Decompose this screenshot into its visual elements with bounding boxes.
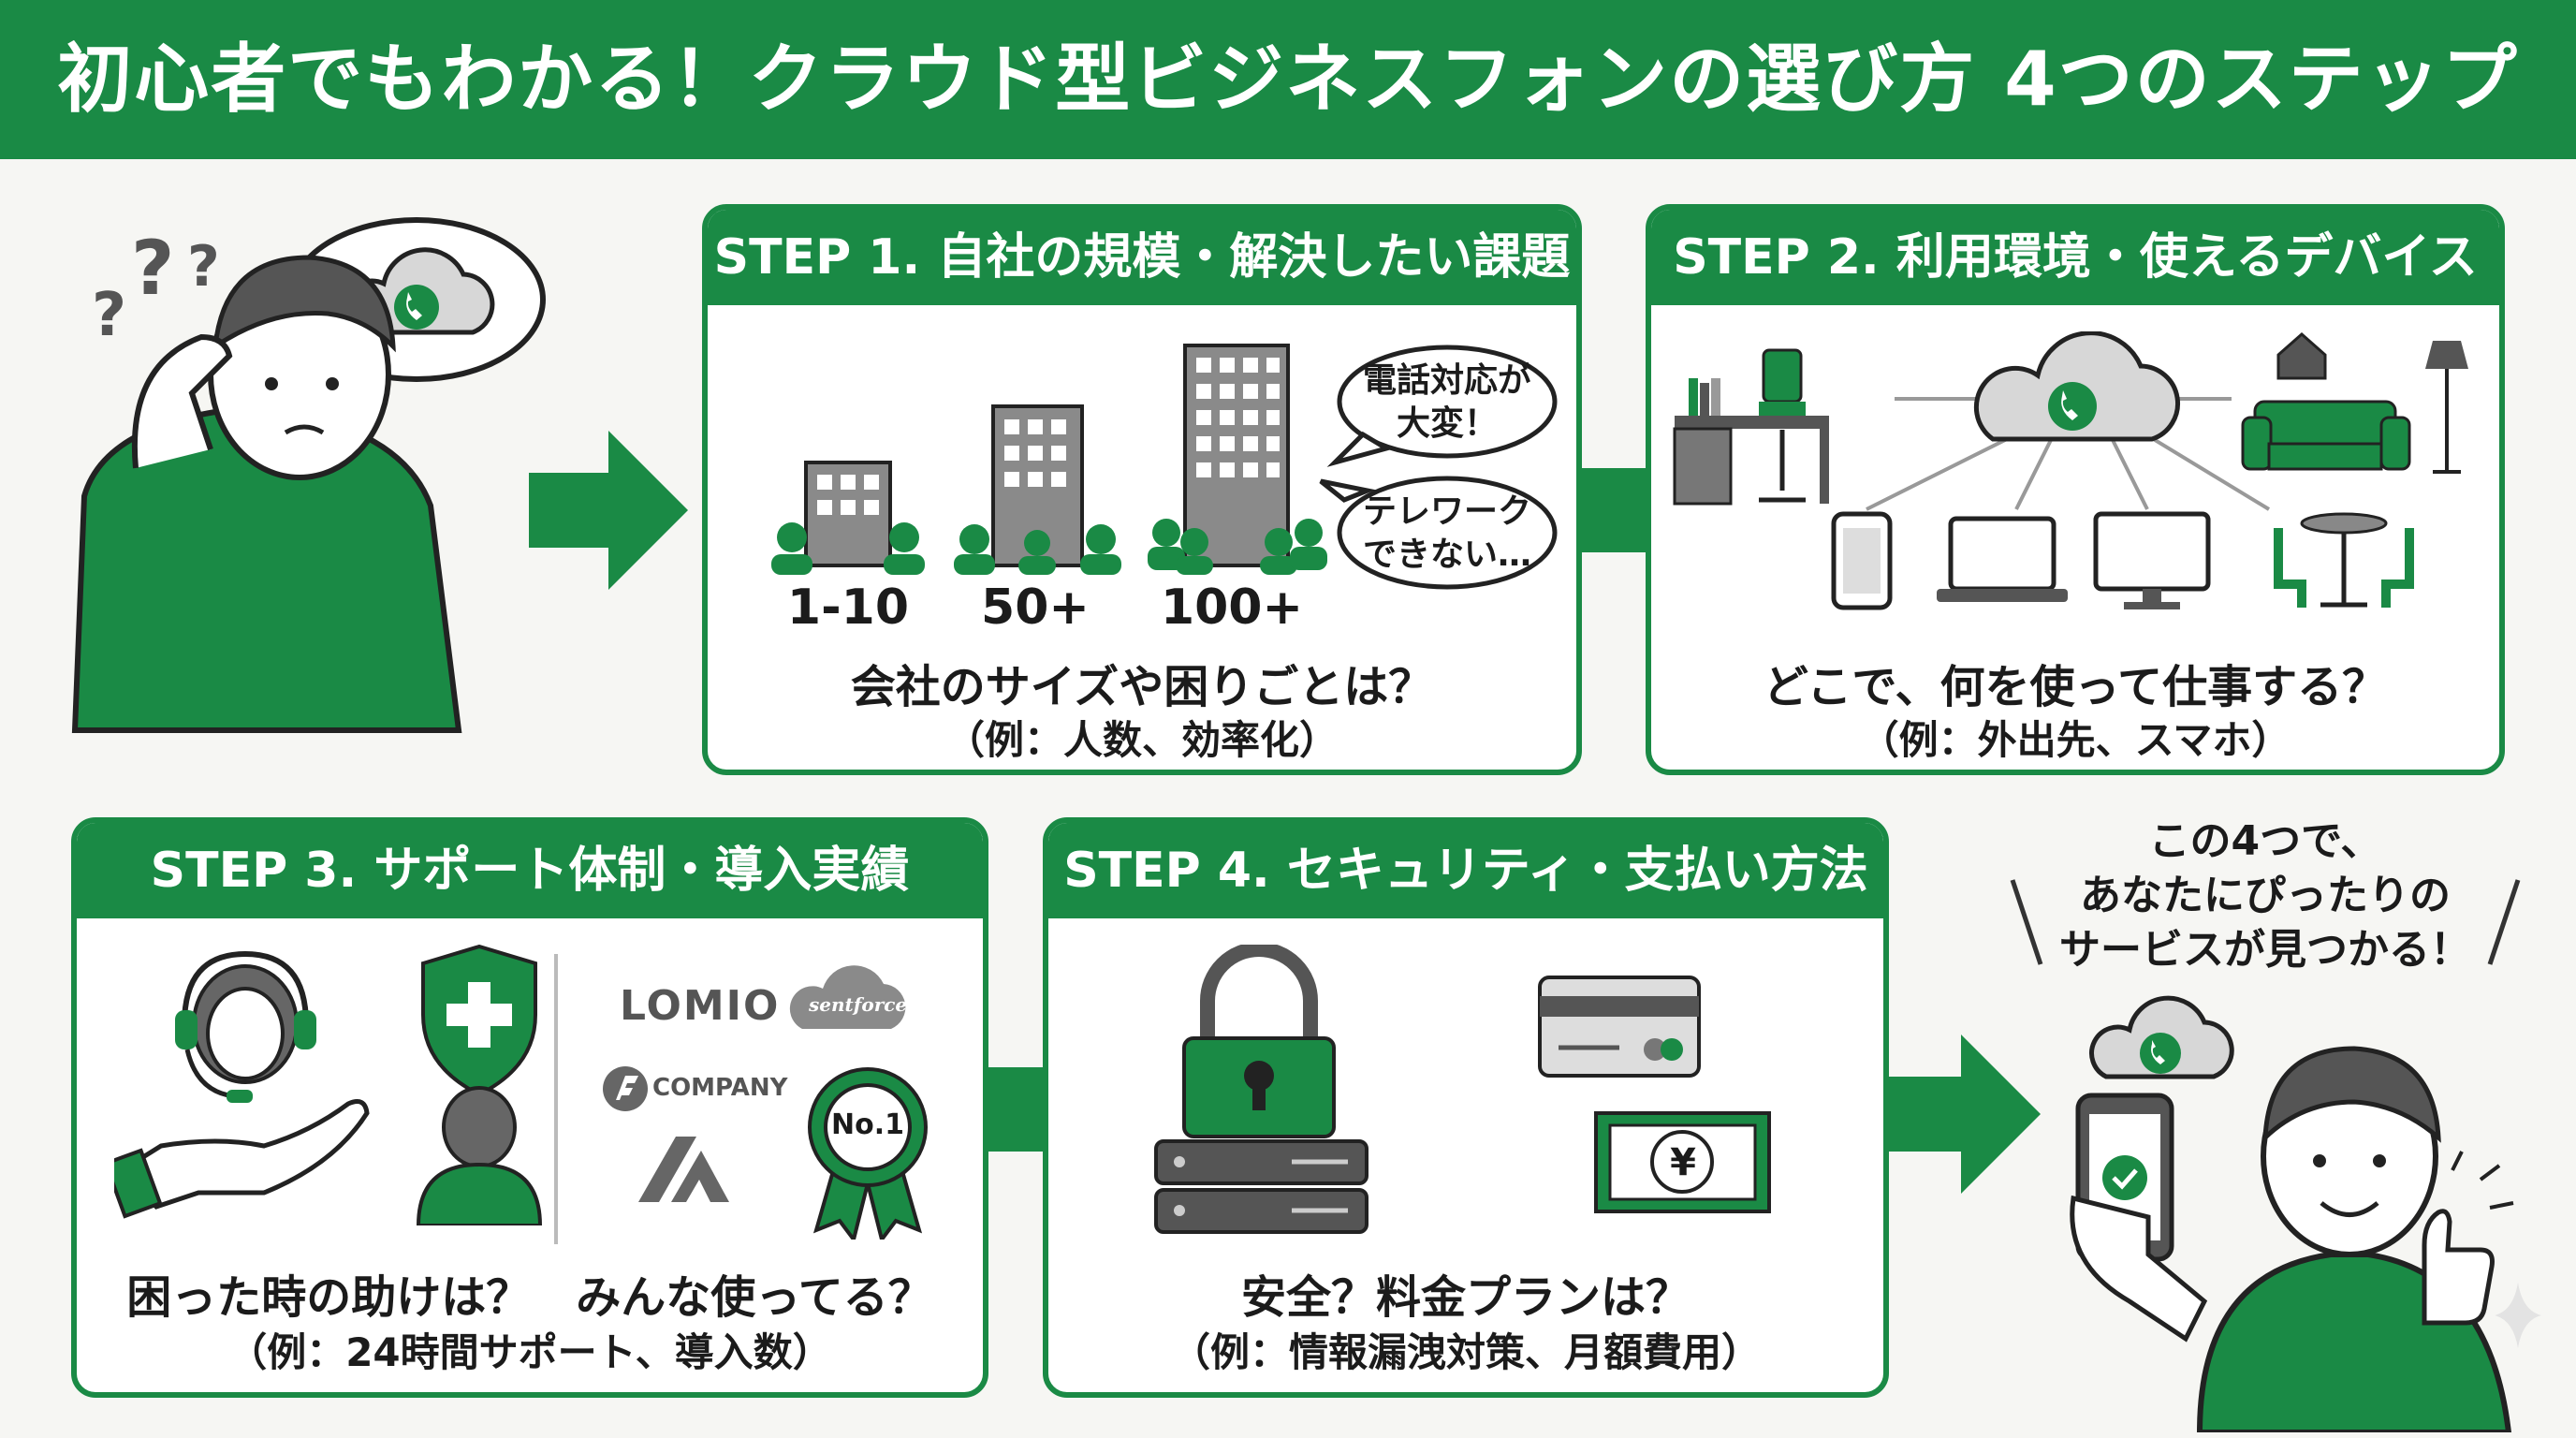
step1-example: （例：人数、効率化） xyxy=(944,717,1339,763)
logo-company: COMPANY xyxy=(652,1074,788,1102)
logo-lomio: LOMIO xyxy=(620,982,781,1030)
question-mark-icon: ? xyxy=(92,281,127,350)
step4-example: （例：情報漏洩対策、月額費用） xyxy=(1170,1329,1761,1375)
environment-devices-illustration xyxy=(1673,331,2468,610)
building-icon xyxy=(1148,344,1327,575)
award-ribbon-icon xyxy=(808,1067,928,1240)
smartphone-icon xyxy=(1831,511,1893,610)
step1-heading: STEP 1. 自社の規模・解決したい課題 xyxy=(708,210,1576,305)
banknote-icon xyxy=(1594,1111,1771,1213)
monitor-icon xyxy=(2093,511,2211,609)
building-icon xyxy=(771,461,925,575)
sparkle-icon xyxy=(2495,1283,2541,1348)
person-icon xyxy=(416,1086,543,1225)
step2-heading: STEP 2. 利用環境・使えるデバイス xyxy=(1651,210,2499,305)
speech-bubble-text: テレワーク できない… xyxy=(1362,492,1531,574)
sofa-icon xyxy=(2241,400,2411,471)
step2-panel: STEP 2. 利用環境・使えるデバイス xyxy=(1646,204,2505,775)
connector-step1-step2 xyxy=(1573,468,1647,552)
security-payment-illustration xyxy=(1154,945,1771,1234)
size-label-large: 100+ xyxy=(1160,580,1304,636)
lamp-icon xyxy=(2425,341,2468,474)
title-banner xyxy=(0,0,2576,159)
size-label-medium: 50+ xyxy=(981,580,1090,636)
laptop-icon xyxy=(1937,516,2068,602)
step4-panel: STEP 4. セキュリティ・支払い方法 xyxy=(1043,817,1889,1398)
step4-heading: STEP 4. セキュリティ・支払い方法 xyxy=(1048,823,1883,918)
award-badge-text: No.1 xyxy=(831,1108,904,1141)
step1-panel: STEP 1. 自社の規模・解決したい課題 xyxy=(702,204,1582,775)
step1-question: 会社のサイズや困りごとは？ xyxy=(850,661,1434,713)
speech-bubble-text: 電話対応が 大変！ xyxy=(1362,361,1531,443)
logo-sentforce: sentforce xyxy=(809,993,908,1016)
step4-question: 安全？料金プランは？ xyxy=(1240,1271,1690,1324)
credit-card-icon xyxy=(1538,976,1701,1078)
support-illustration xyxy=(114,945,543,1225)
step2-example: （例：外出先、スマホ） xyxy=(1859,717,2291,763)
step3-example: （例：24時間サポート、導入数） xyxy=(227,1329,832,1375)
cafe-table-icon xyxy=(2274,512,2414,608)
speech-bubbles xyxy=(1319,345,1558,590)
cloud-phone-icon xyxy=(2089,995,2234,1079)
step2-question: どこで、何を使って仕事する？ xyxy=(1763,661,2388,713)
server-icon xyxy=(1154,1139,1368,1234)
building-icon xyxy=(954,404,1121,575)
thumbs-up-icon xyxy=(2422,1151,2514,1326)
building-size-illustration xyxy=(771,344,1327,575)
panel-divider xyxy=(554,954,558,1244)
confused-person-illustration xyxy=(71,217,546,733)
logo-company-mark xyxy=(603,1066,648,1111)
emphasis-lines xyxy=(2010,879,2521,965)
step3-question: 困った時の助けは？ みんな使ってる？ xyxy=(126,1271,933,1324)
logo-abstract-mark xyxy=(638,1137,729,1202)
padlock-icon xyxy=(1182,945,1336,1138)
home-icon xyxy=(2276,332,2327,380)
headset-operator-icon xyxy=(175,950,316,1103)
shield-plus-icon xyxy=(421,945,537,1097)
step3-panel: STEP 3. サポート体制・導入実績 LOMIO xyxy=(71,817,988,1398)
currency-symbol: ¥ xyxy=(1670,1141,1696,1184)
cloud-phone-icon xyxy=(1973,331,2181,442)
happy-person-illustration xyxy=(2070,995,2541,1432)
step3-heading: STEP 3. サポート体制・導入実績 xyxy=(77,823,983,918)
arrow-right-icon xyxy=(529,431,688,590)
logo-sentforce-cloud xyxy=(789,965,906,1029)
desk-icon xyxy=(1673,348,1829,506)
final-message: この4つで、 あなたにぴったりの サービスが見つかる！ xyxy=(2059,817,2471,974)
hand-icon xyxy=(114,1099,370,1219)
connector-step3-step4 xyxy=(983,1067,1048,1152)
question-mark-icon: ? xyxy=(131,225,175,312)
arrow-right-icon xyxy=(1886,1034,2041,1194)
question-mark-icon: ? xyxy=(187,234,220,300)
page-title: 初心者でもわかる！クラウド型ビジネスフォンの選び方 4つのステップ xyxy=(57,36,2519,123)
size-label-small: 1-10 xyxy=(786,580,910,636)
